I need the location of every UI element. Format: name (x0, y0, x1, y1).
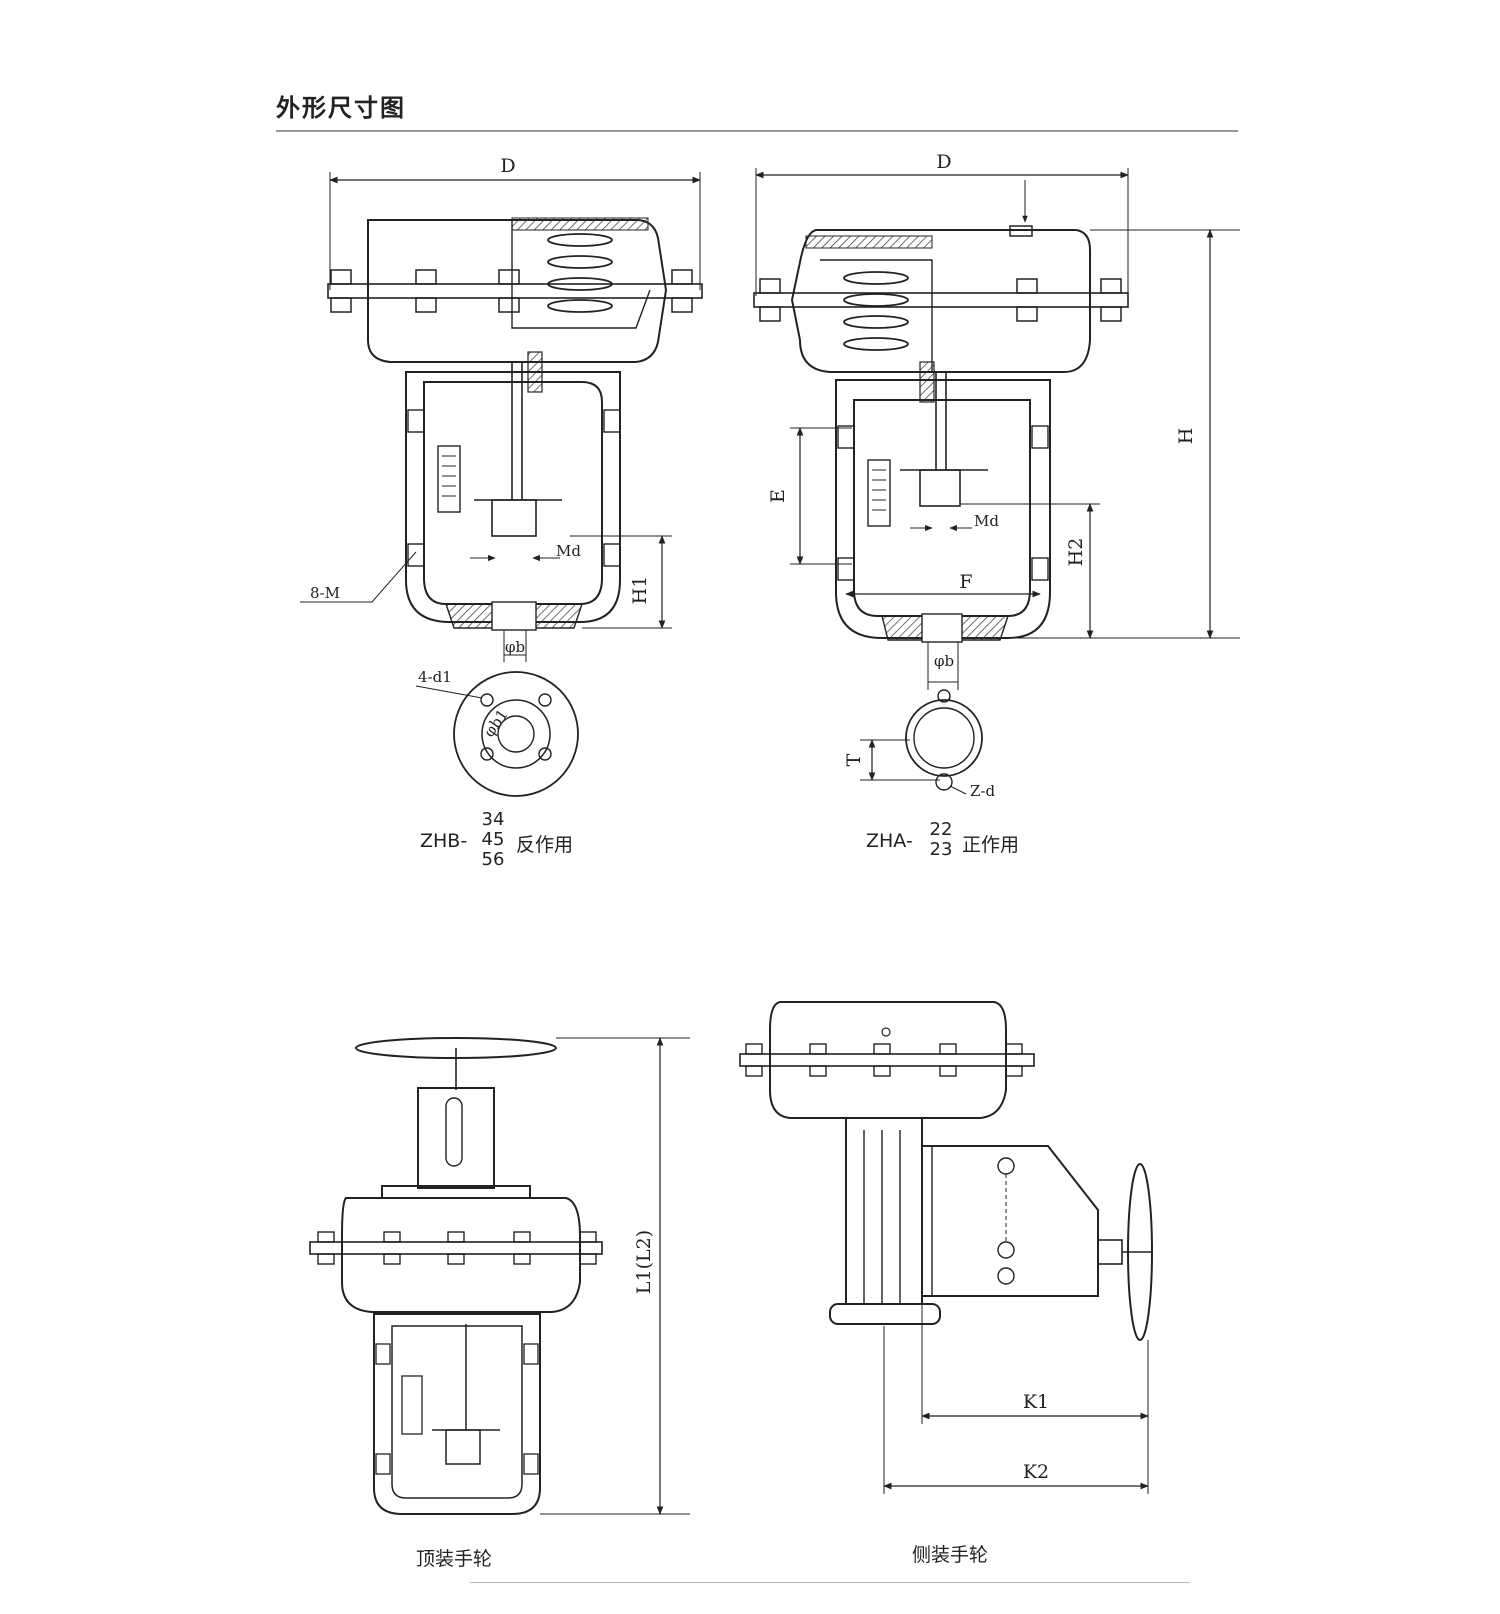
actuator-zhb-diagram (300, 172, 703, 797)
caption-top-handwheel: 顶装手轮 (416, 1548, 493, 1570)
label-zha-H: H (1175, 428, 1197, 445)
label-zha-Zd: Z-d (970, 782, 995, 800)
zhb-model-prefix: ZHB- (420, 830, 468, 852)
label-zhb-phi-b1: φb1 (480, 706, 512, 741)
label-zhb-Md: Md (556, 542, 581, 560)
label-zha-phi-b: φb (934, 652, 954, 670)
label-zhb-bolts: 8-M (310, 584, 340, 602)
label-zha-F: F (959, 571, 972, 593)
label-handwheel-L: L1(L2) (633, 1230, 655, 1294)
zha-model-22: 22 (929, 819, 953, 840)
label-zhb-H1: H1 (629, 576, 651, 605)
page-title: 外形尺寸图 (276, 94, 406, 122)
label-zhb-D: D (500, 155, 515, 177)
label-zha-D: D (936, 151, 951, 173)
zha-model-numbers: 22 23 (926, 820, 956, 860)
top-handwheel-diagram (309, 1037, 690, 1515)
zhb-model-56: 56 (481, 849, 505, 870)
zha-model-23: 23 (929, 839, 953, 860)
label-zha-E: E (767, 489, 789, 503)
caption-side-handwheel: 侧装手轮 (912, 1544, 989, 1566)
title-divider (276, 130, 1238, 132)
zha-action: 正作用 (962, 834, 1020, 856)
zhb-model-34: 34 (481, 809, 505, 830)
label-zha-Md: Md (974, 512, 999, 530)
label-zha-T: T (843, 753, 865, 766)
bottom-divider (470, 1582, 1190, 1583)
zhb-action: 反作用 (516, 834, 574, 856)
zhb-model-numbers: 34 45 56 (478, 810, 508, 870)
label-K1: K1 (1023, 1391, 1049, 1413)
label-zhb-holes: 4-d1 (418, 668, 452, 686)
label-zha-H2: H2 (1065, 538, 1087, 567)
zhb-model-45: 45 (481, 829, 505, 850)
zha-model-prefix: ZHA- (866, 830, 913, 852)
label-K2: K2 (1023, 1461, 1049, 1483)
actuator-zha-diagram (753, 168, 1240, 795)
side-handwheel-diagram (739, 1001, 1153, 1494)
label-zhb-phi-b: φb (505, 638, 525, 656)
